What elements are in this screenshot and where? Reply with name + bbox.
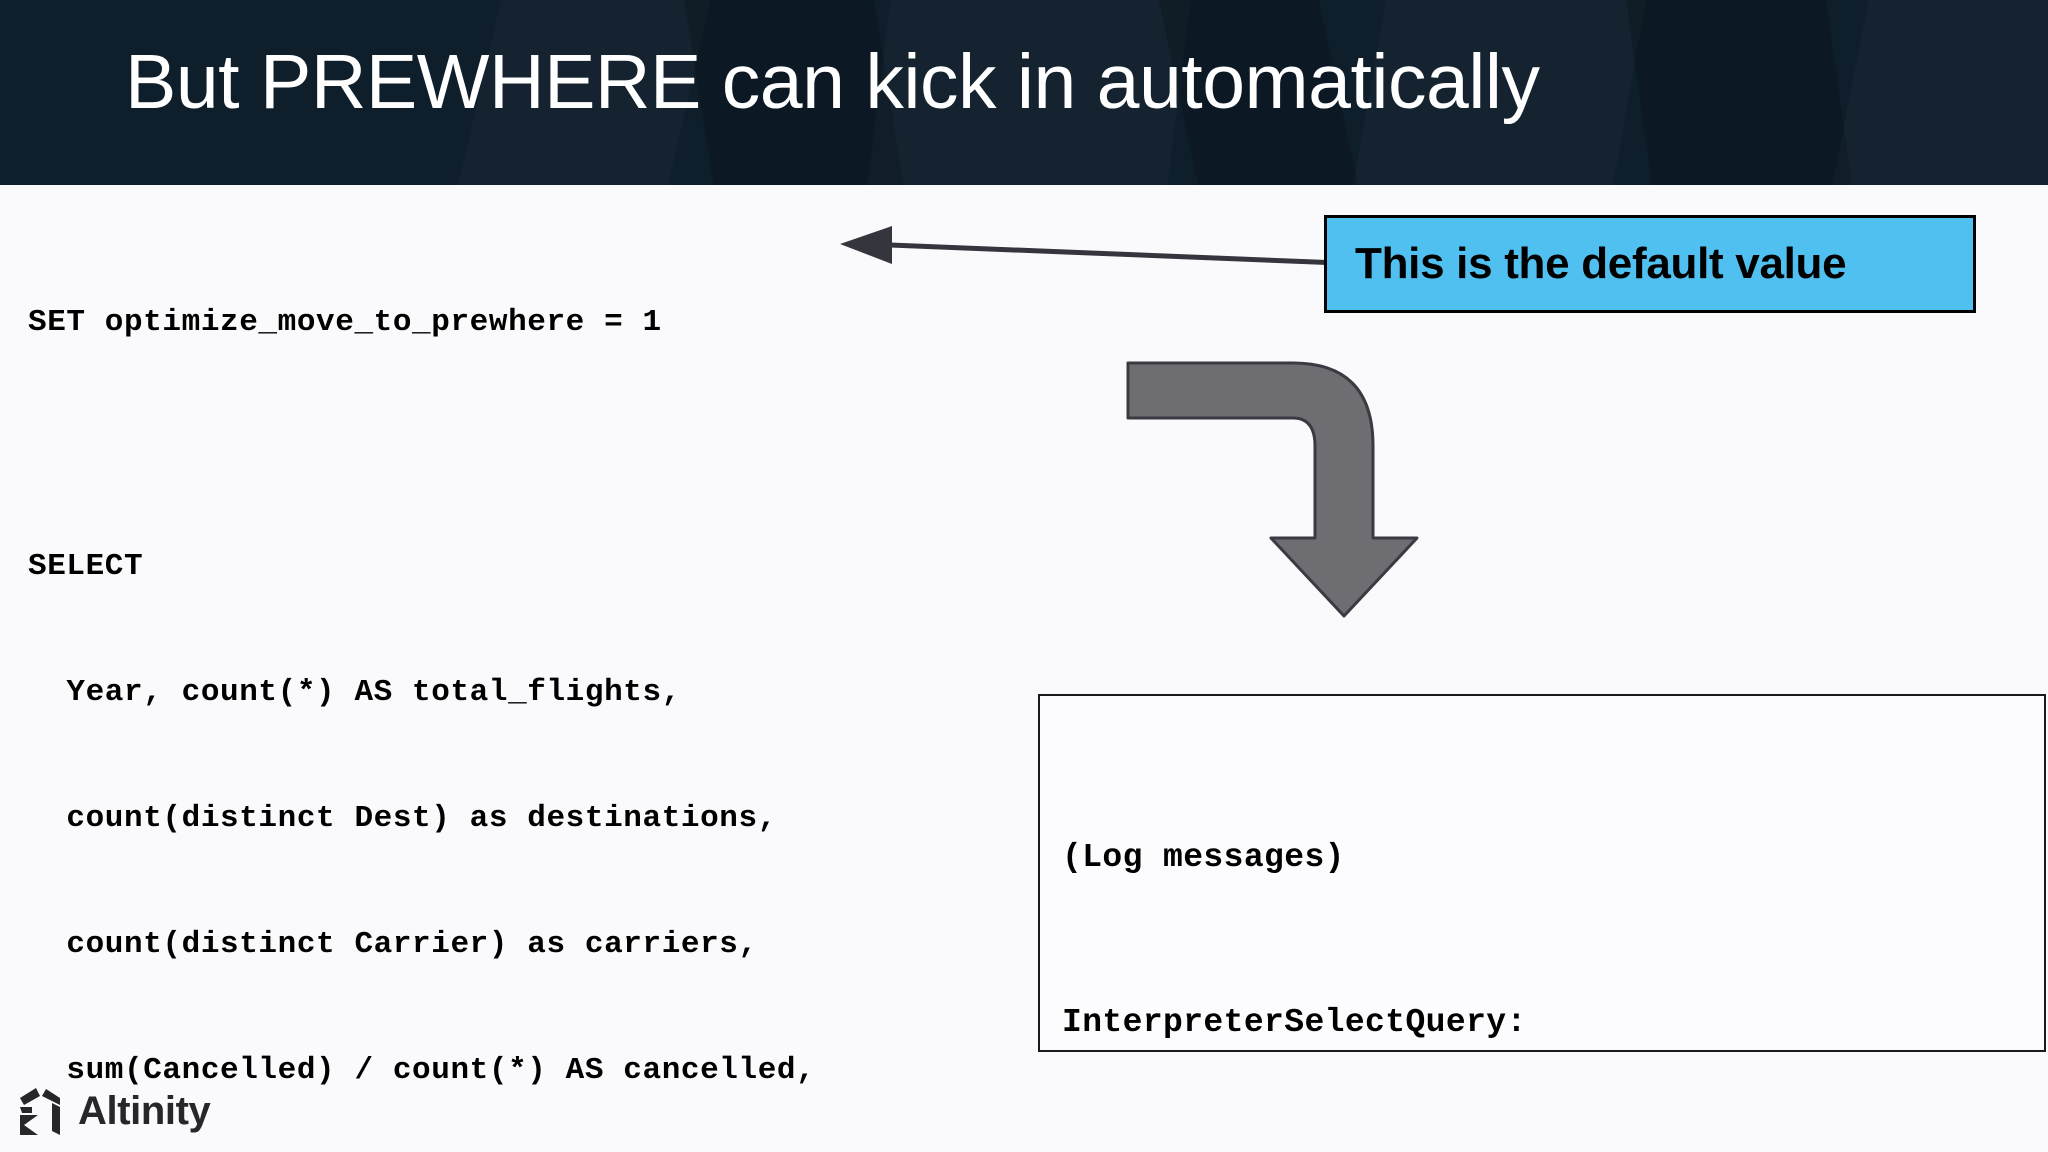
page-title: But PREWHERE can kick in automatically [125, 39, 1540, 125]
header-facet-7 [1820, 0, 2048, 185]
brand-name: Altinity [78, 1088, 211, 1133]
header-facet-6 [1620, 0, 1860, 185]
bent-arrow-down-icon [1126, 361, 1419, 618]
code-line-year: Year, count(*) AS total_flights, [28, 675, 681, 710]
slide-header: But PREWHERE can kick in automatically [0, 0, 2048, 185]
log-messages-box: (Log messages) InterpreterSelectQuery: M… [1038, 694, 2046, 1052]
code-line-cancelled: sum(Cancelled) / count(*) AS cancelled, [28, 1053, 816, 1088]
callout-default-value: This is the default value [1324, 215, 1976, 313]
code-line-set: SET optimize_move_to_prewhere = 1 [28, 305, 662, 340]
sql-code-block: SET optimize_move_to_prewhere = 1 SELECT… [28, 218, 815, 1152]
code-line-carriers: count(distinct Carrier) as carriers, [28, 927, 758, 962]
log-line-interpreter: InterpreterSelectQuery: [1062, 1004, 1527, 1041]
altinity-logo-icon [20, 1088, 60, 1135]
log-messages-text: (Log messages) InterpreterSelectQuery: M… [1062, 720, 1749, 1152]
code-blank-line [28, 428, 815, 462]
footer-brand: Altinity [16, 1085, 211, 1137]
log-line-header: (Log messages) [1062, 839, 1345, 876]
pointer-arrow-left-icon [840, 226, 1340, 266]
code-line-destinations: count(distinct Dest) as destinations, [28, 801, 777, 836]
callout-text: This is the default value [1355, 239, 1847, 288]
code-line-select: SELECT [28, 549, 144, 584]
